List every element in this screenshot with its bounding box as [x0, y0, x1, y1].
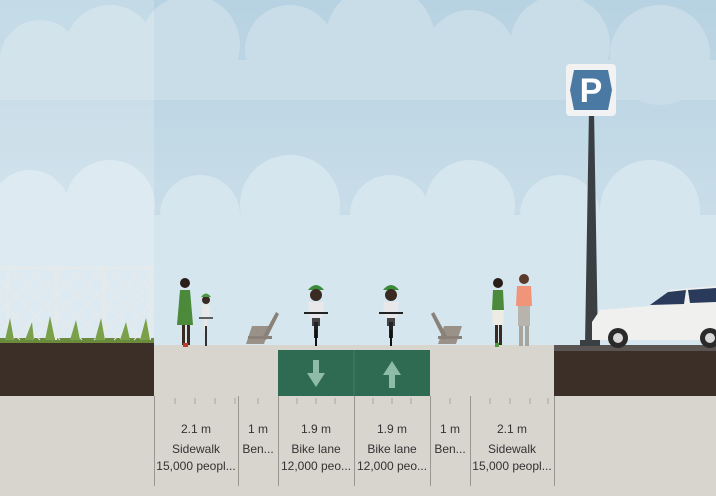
pedestrian-woman-green	[177, 278, 193, 347]
segment-width[interactable]: 1.9 m	[300, 422, 331, 436]
road-curb	[554, 345, 716, 351]
segment-bike-lane-right[interactable]: 1.9 m Bike lane 12,000 peo...	[354, 396, 430, 488]
segment-name[interactable]: Bike lane	[291, 442, 341, 456]
cyclist-northbound	[379, 285, 403, 346]
segment-width[interactable]: 2.1 m	[180, 422, 211, 436]
bench-left	[246, 312, 279, 344]
clouds-back	[0, 0, 716, 105]
left-dirt	[0, 343, 154, 396]
parking-icon	[566, 64, 616, 116]
segment-width[interactable]: 1 m	[439, 422, 460, 436]
segment-bench-right[interactable]: 1 m Ben...	[430, 396, 470, 488]
grass-blades	[5, 316, 150, 340]
sidewalk-right-surface	[430, 345, 554, 396]
parking-sign-letter: P	[580, 72, 603, 110]
pedestrian-man-orange	[516, 274, 532, 346]
segment-bench-left[interactable]: 1 m Ben...	[238, 396, 278, 488]
grass-strip	[0, 338, 154, 344]
segment-divider[interactable]	[470, 396, 471, 486]
measurement-ticks	[174, 398, 549, 404]
segment-capacity: 12,000 peo...	[280, 459, 352, 473]
segment-width[interactable]: 1 m	[247, 422, 268, 436]
label-area	[0, 396, 716, 496]
segment-width[interactable]: 2.1 m	[496, 422, 527, 436]
bench-right	[431, 312, 462, 344]
segment-divider[interactable]	[154, 396, 155, 486]
child-on-bike	[199, 293, 213, 346]
chain-link-fence	[0, 266, 155, 341]
segment-bike-lane-left[interactable]: 1.9 m Bike lane 12,000 peo...	[278, 396, 354, 488]
clouds-front	[0, 155, 716, 345]
segment-divider[interactable]	[554, 396, 555, 486]
segment-name[interactable]: Ben...	[434, 442, 466, 456]
right-dirt	[554, 345, 716, 396]
segment-capacity: 12,000 peo...	[356, 459, 428, 473]
segment-divider[interactable]	[430, 396, 431, 486]
segment-name[interactable]: Ben...	[242, 442, 274, 456]
left-highlight	[0, 0, 154, 345]
segment-divider[interactable]	[278, 396, 279, 486]
parking-sign-pole	[580, 110, 600, 346]
segment-capacity: 15,000 peopl...	[472, 459, 552, 473]
arrow-up-icon	[383, 361, 401, 388]
segment-name[interactable]: Sidewalk	[487, 442, 537, 456]
sidewalk-left-surface	[154, 345, 278, 396]
segment-divider[interactable]	[238, 396, 239, 486]
segment-name[interactable]: Bike lane	[367, 442, 417, 456]
arrow-down-icon	[307, 360, 325, 387]
segment-sidewalk-left[interactable]: 2.1 m Sidewalk 15,000 peopl...	[154, 396, 238, 488]
pedestrian-woman-right	[492, 278, 504, 347]
segment-divider[interactable]	[354, 396, 355, 486]
segment-name[interactable]: Sidewalk	[171, 442, 221, 456]
cyclist-southbound	[304, 285, 328, 346]
segment-width[interactable]: 1.9 m	[376, 422, 407, 436]
segment-sidewalk-right[interactable]: 2.1 m Sidewalk 15,000 peopl...	[470, 396, 554, 488]
parked-car	[592, 286, 716, 348]
segment-capacity: 15,000 peopl...	[156, 459, 236, 473]
